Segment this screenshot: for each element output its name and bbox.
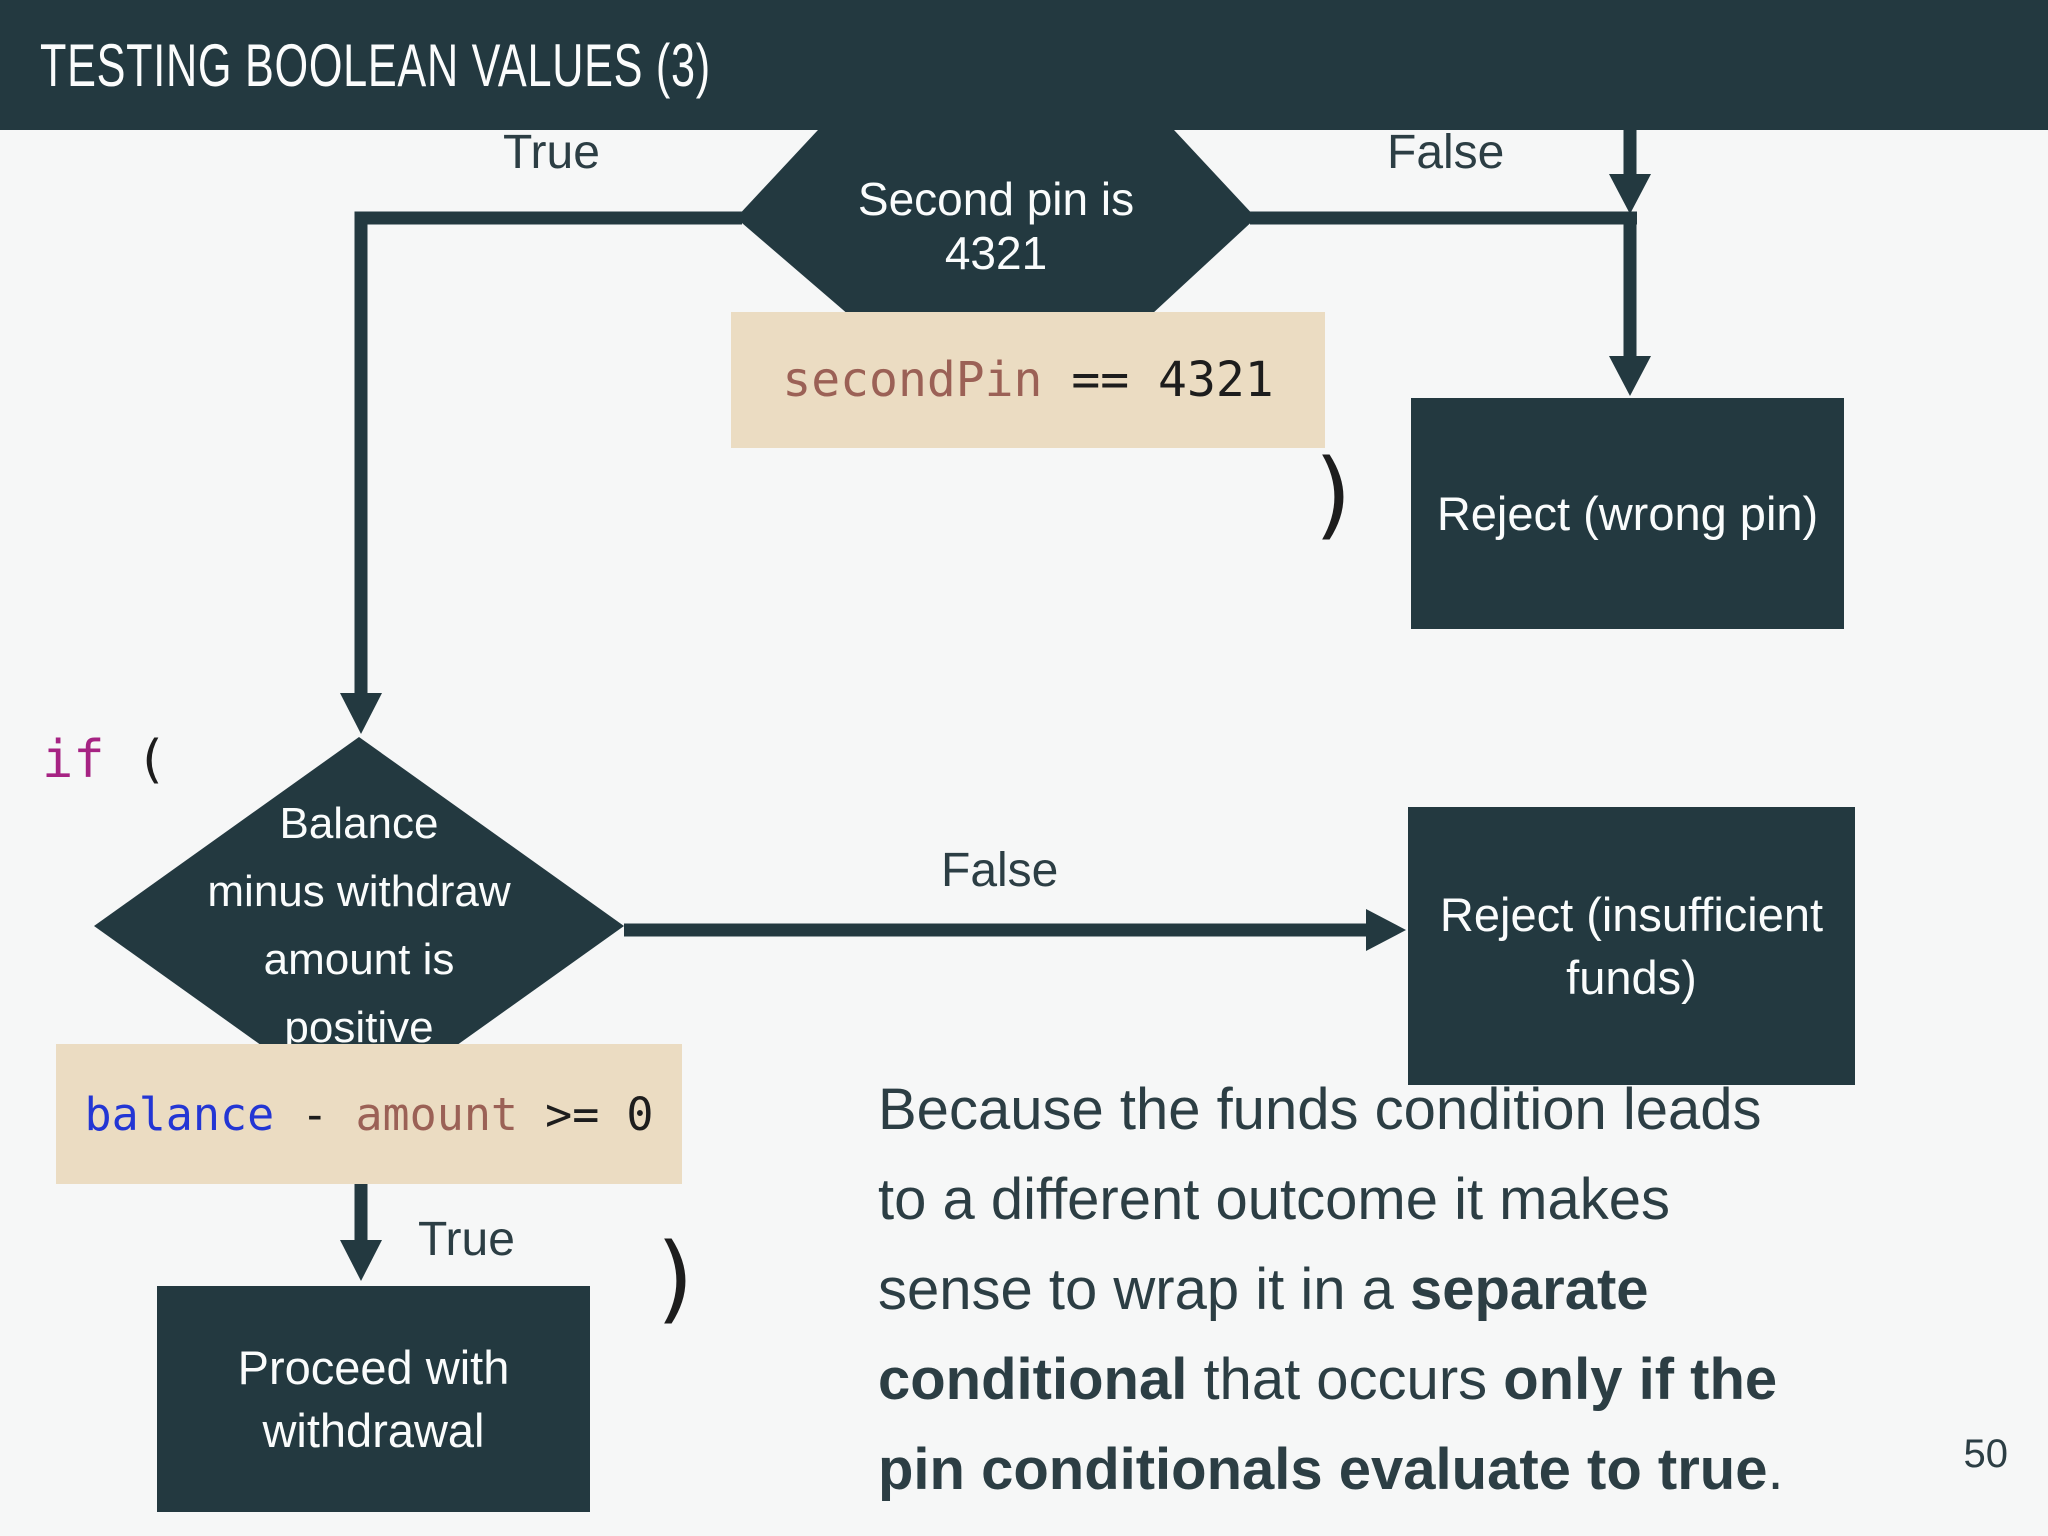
- text-segment: that occurs: [1187, 1347, 1504, 1412]
- text-segment: .: [1767, 1437, 1784, 1502]
- note-paragraph: Because the funds condition leads to a d…: [878, 1065, 1988, 1515]
- arrowhead-false-top: [1609, 174, 1651, 214]
- close-paren-balance: ): [648, 1224, 706, 1334]
- text-segment: separate: [1409, 1257, 1649, 1322]
- true-branch-elbow-line: [354, 211, 742, 695]
- decision-balance-line2: minus withdraw: [207, 867, 511, 916]
- text-segment: -: [274, 1087, 356, 1141]
- note-line: sense to wrap it in a separate: [878, 1245, 1988, 1335]
- node-proceed-withdrawal: Proceed with withdrawal: [157, 1286, 590, 1512]
- note-line: to a different outcome it makes: [878, 1155, 1988, 1245]
- code-balance-condition: balance - amount >= 0: [56, 1044, 682, 1184]
- close-paren-pin: ): [1306, 440, 1364, 550]
- code-if-open: if (: [42, 730, 167, 790]
- label-balance-true: True: [418, 1213, 515, 1266]
- decision-balance-line4: positive: [284, 1003, 434, 1052]
- decision-second-pin-line1: Second pin is: [857, 173, 1135, 225]
- text-segment: balance: [84, 1087, 275, 1141]
- decision-balance-line3: amount is: [263, 935, 455, 984]
- label-pin-true: True: [503, 126, 600, 179]
- node-reject-wrong-pin-label: Reject (wrong pin): [1436, 487, 1819, 540]
- label-balance-false: False: [941, 844, 1059, 897]
- node-reject-insufficient-funds: Reject (insufficient funds): [1408, 807, 1855, 1085]
- if-keyword: if: [42, 730, 105, 790]
- page-number: 50: [1963, 1432, 2009, 1476]
- node-reject-wrong-pin: Reject (wrong pin): [1411, 398, 1844, 629]
- arrowhead-into-balance-diamond: [340, 693, 382, 734]
- text-segment: ==: [1042, 352, 1159, 408]
- arrowhead-into-proceed: [340, 1240, 382, 1281]
- node-proceed-line1: Proceed with: [237, 1341, 510, 1394]
- note-line: conditional that occurs only if the: [878, 1335, 1988, 1425]
- node-proceed-line2: withdrawal: [262, 1404, 485, 1457]
- arrowhead-into-reject-funds: [1366, 909, 1406, 951]
- text-segment: pin conditionals evaluate to true: [878, 1437, 1768, 1502]
- text-segment: to a different outcome it makes: [878, 1167, 1671, 1232]
- text-segment: amount: [355, 1087, 519, 1141]
- text-segment: conditional: [878, 1347, 1188, 1412]
- text-segment: only if the: [1503, 1347, 1778, 1412]
- slide-title-bar: TESTING BOOLEAN VALUES (3): [0, 0, 2048, 130]
- if-open-paren: (: [104, 730, 168, 790]
- code-secondpin-condition: secondPin == 4321: [731, 312, 1325, 448]
- text-segment: sense to wrap it in a: [878, 1257, 1410, 1322]
- node-reject-funds-line1: Reject (insufficient: [1439, 888, 1824, 941]
- slide-title: TESTING BOOLEAN VALUES (3): [40, 31, 711, 99]
- decision-balance-line1: Balance: [279, 799, 439, 848]
- label-pin-false: False: [1387, 126, 1505, 179]
- arrowhead-into-reject-pin: [1609, 356, 1651, 396]
- decision-second-pin-line2: 4321: [944, 227, 1048, 279]
- text-segment: >=: [518, 1087, 627, 1141]
- text-segment: 4321: [1158, 352, 1274, 408]
- text-segment: 0: [626, 1087, 654, 1141]
- text-segment: Because the funds condition leads: [878, 1077, 1762, 1142]
- text-segment: secondPin: [782, 352, 1043, 408]
- note-line: pin conditionals evaluate to true.: [878, 1425, 1988, 1515]
- decision-second-pin: Second pin is 4321: [736, 98, 1256, 314]
- note-line: Because the funds condition leads: [878, 1065, 1988, 1155]
- node-reject-funds-line2: funds): [1566, 951, 1697, 1004]
